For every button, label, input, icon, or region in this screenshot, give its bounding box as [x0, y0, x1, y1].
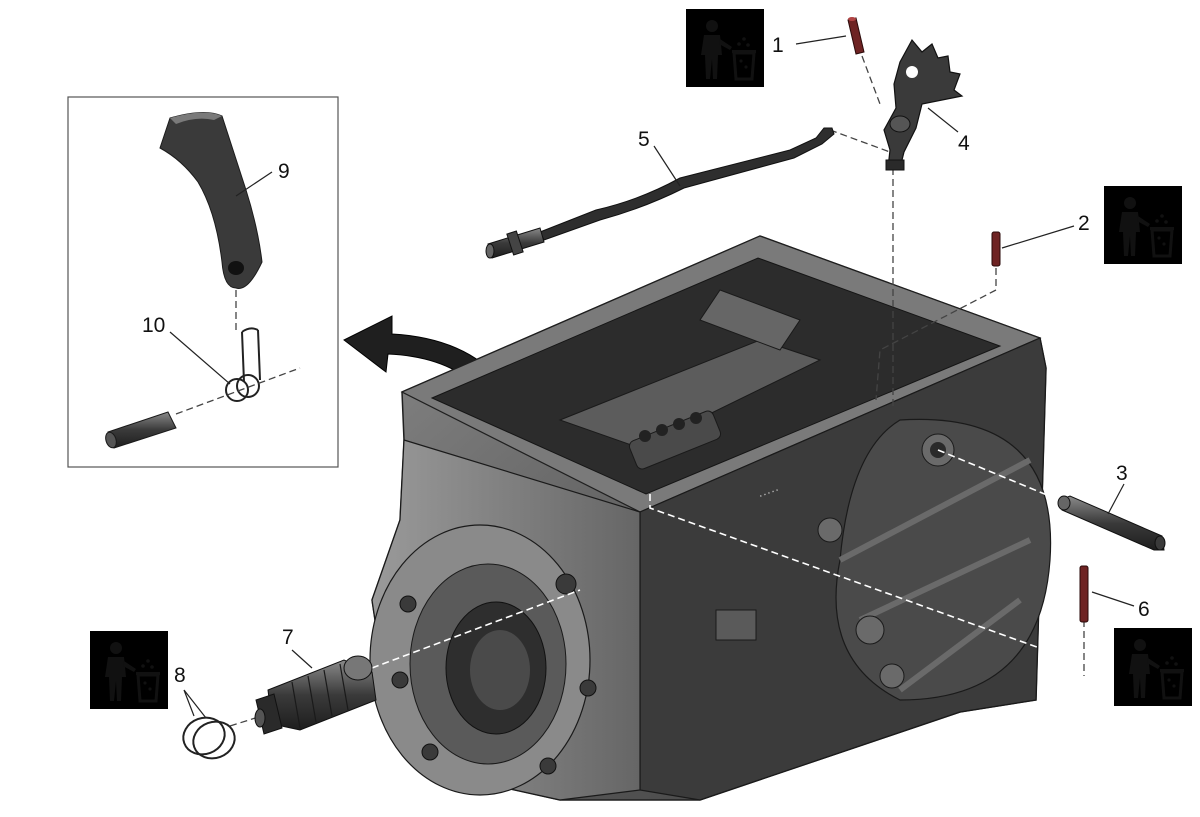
dispose-bin-icon	[1112, 626, 1194, 708]
part-8-o-rings	[182, 716, 236, 760]
part-10-spring-clip	[225, 327, 261, 402]
callout-8: 8	[174, 664, 186, 687]
callout-3: 3	[1116, 462, 1128, 485]
part-4-selector-lever	[883, 38, 964, 171]
part-7-sleeve	[254, 655, 377, 735]
part-2-roll-pin	[991, 231, 1001, 267]
dispose-bin-icon	[88, 629, 170, 711]
callout-2: 2	[1078, 212, 1090, 235]
part-6-roll-pin	[1079, 565, 1089, 623]
part-9-lever	[159, 112, 263, 289]
dispose-bin-icon	[684, 7, 766, 89]
dispose-bin-icon	[1102, 184, 1184, 266]
casting-mark: ·····	[756, 481, 781, 503]
detail-inset: 9 10	[67, 96, 339, 468]
part-5-shift-rod	[485, 127, 835, 259]
callout-7: 7	[282, 626, 294, 649]
callout-5: 5	[638, 128, 650, 151]
gearbox-housing: ·····	[369, 235, 1052, 801]
part-1-roll-pin	[847, 17, 865, 55]
callout-6: 6	[1138, 598, 1150, 621]
callout-10: 10	[142, 314, 165, 337]
part-10-pin	[105, 411, 177, 449]
callout-9: 9	[278, 160, 290, 183]
callout-4: 4	[958, 132, 970, 155]
part-3-shaft	[1057, 495, 1166, 551]
callout-1: 1	[772, 34, 784, 57]
